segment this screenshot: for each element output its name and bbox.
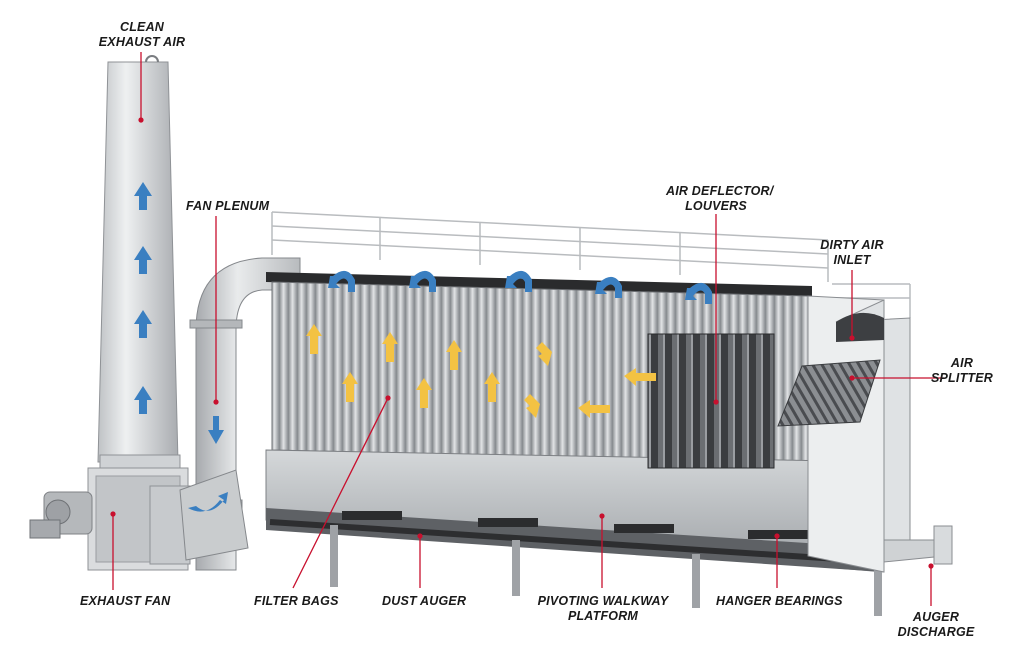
air-splitter-panel	[777, 359, 881, 427]
fan-plenum-duct	[179, 257, 301, 571]
label-line: DISCHARGE	[897, 625, 975, 639]
label-auger-discharge: AUGER DISCHARGE	[896, 610, 976, 640]
label-line: DIRTY AIR	[820, 238, 884, 252]
label-air-splitter: AIR SPLITTER	[928, 356, 996, 386]
label-line: LOUVERS	[685, 199, 747, 213]
label-line: PLATFORM	[567, 609, 639, 623]
label-fan-plenum: FAN PLENUM	[186, 199, 269, 214]
label-line: AIR DEFLECTOR/	[666, 184, 774, 198]
dirty-air-arrows	[306, 324, 656, 418]
label-line: PIVOTING WALKWAY	[537, 594, 669, 608]
label-line: DUST AUGER	[382, 594, 467, 608]
label-line: AIR	[950, 356, 974, 370]
label-line: AUGER	[912, 610, 960, 624]
label-exhaust-fan: EXHAUST FAN	[80, 594, 170, 609]
label-dust-auger: DUST AUGER	[382, 594, 466, 609]
label-line: HANGER BEARINGS	[716, 594, 843, 608]
label-line: EXHAUST FAN	[80, 594, 171, 608]
leader-lines	[110, 52, 944, 606]
exhaust-fan-unit	[29, 467, 191, 571]
label-line: FAN PLENUM	[186, 199, 270, 213]
clean-air-arrows	[134, 182, 712, 512]
label-line: CLEAN	[119, 20, 165, 34]
label-air-deflector-louvers: AIR DEFLECTOR/ LOUVERS	[666, 184, 774, 214]
baghouse-body	[265, 272, 953, 616]
label-filter-bags: FILTER BAGS	[254, 594, 339, 609]
label-pivoting-walkway-platform: PIVOTING WALKWAY PLATFORM	[532, 594, 674, 624]
label-line: FILTER BAGS	[254, 594, 339, 608]
label-hanger-bearings: HANGER BEARINGS	[716, 594, 843, 609]
label-line: EXHAUST AIR	[98, 35, 186, 49]
label-clean-exhaust-air: CLEAN EXHAUST AIR	[94, 20, 190, 50]
air-deflector-louvers	[647, 333, 775, 469]
label-dirty-air-inlet: DIRTY AIR INLET	[810, 238, 894, 268]
label-line: INLET	[833, 253, 871, 267]
label-line: SPLITTER	[930, 371, 994, 385]
